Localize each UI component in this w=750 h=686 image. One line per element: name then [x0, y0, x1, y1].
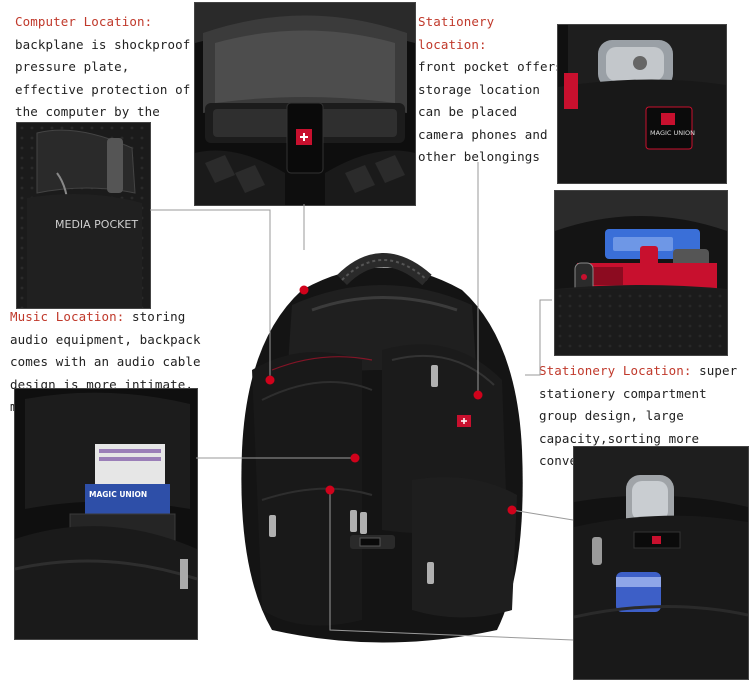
side-pocket-image: [574, 447, 748, 679]
main-compartment-image: MAGIC UNION: [15, 389, 197, 639]
stationery-location-top-body: front pocket offers storage location can…: [418, 59, 563, 164]
music-location-heading: Music Location:: [10, 309, 125, 324]
main-compartment-photo: MAGIC UNION: [14, 388, 198, 640]
magic-union-tag-label: MAGIC UNION: [650, 129, 695, 137]
magic-union-book-label: MAGIC UNION: [89, 490, 147, 499]
computer-location-heading: Computer Location:: [15, 14, 153, 29]
phone-pocket-image: MAGIC UNION: [558, 25, 726, 183]
stationery-compartment-photo: [554, 190, 728, 356]
stationery-location-mid-heading: Stationery Location:: [539, 363, 692, 378]
phone-pocket-photo: MAGIC UNION: [557, 24, 727, 184]
laptop-compartment-photo: [194, 2, 416, 206]
side-pocket-photo: [573, 446, 749, 680]
stationery-compartment-image: [555, 191, 727, 355]
laptop-compartment-image: [195, 3, 415, 205]
media-pocket-label: MEDIA POCKET: [55, 218, 138, 231]
backpack-product-image: [241, 253, 523, 643]
stationery-location-top-note: Stationery location: front pocket offers…: [418, 11, 563, 169]
media-pocket-photo: MEDIA POCKET: [16, 122, 151, 309]
stationery-location-top-heading: Stationery location:: [418, 14, 502, 52]
media-pocket-image: MEDIA POCKET: [17, 123, 150, 308]
